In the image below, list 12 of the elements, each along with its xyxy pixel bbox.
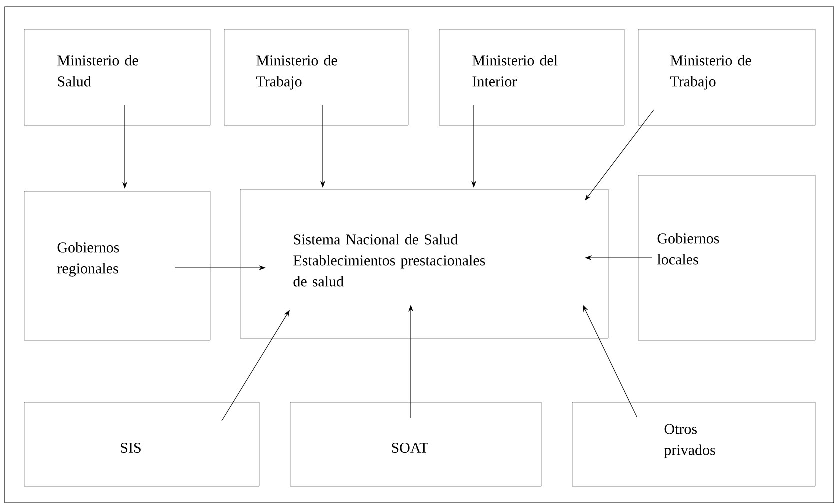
box: Ministerio de Salud (24, 29, 211, 126)
box: Ministerio del Interior (439, 29, 625, 126)
arrow (585, 110, 654, 201)
box: Ministerio de Trabajo (224, 29, 409, 126)
box: SOAT (290, 402, 542, 487)
box: SIS (24, 402, 260, 487)
box: Sistema Nacional de Salud Establecimientos prestacionales de salud (240, 189, 609, 339)
box: Gobiernos locales (638, 175, 816, 341)
box: Gobiernos regionales (24, 191, 211, 341)
box: Ministerio de Trabajo (638, 29, 816, 126)
arrow (222, 310, 290, 422)
box: Otros privados (572, 402, 816, 487)
